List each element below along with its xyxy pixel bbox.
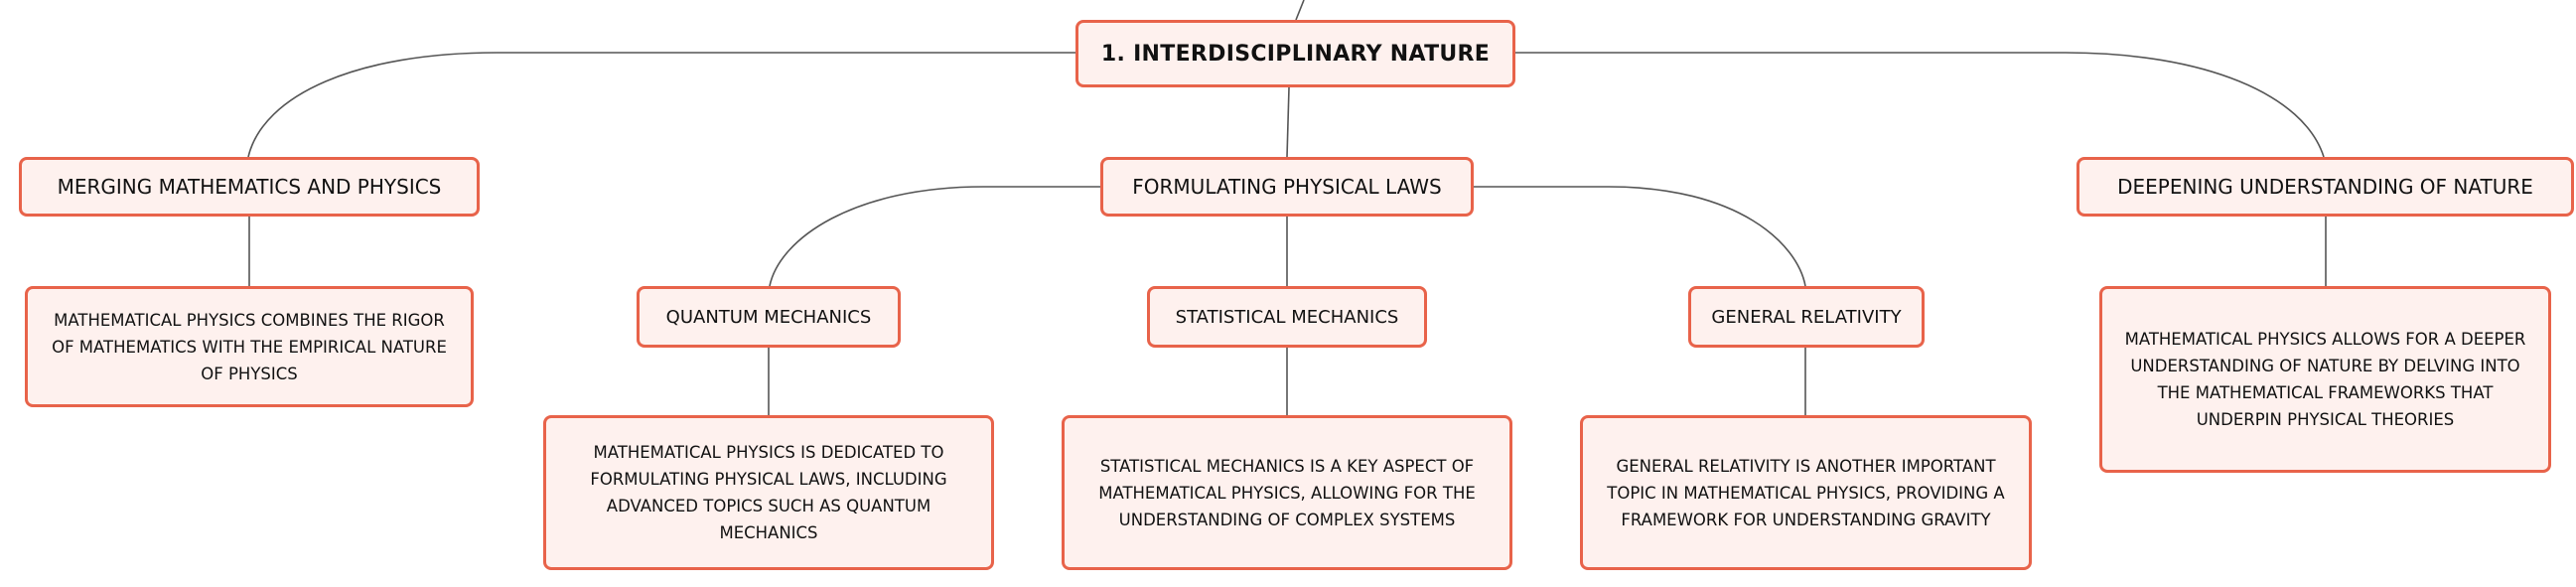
branch-node-merging-mathematics-and-physics[interactable]: MERGING MATHEMATICS AND PHYSICS [19,157,480,217]
branch-node-label: DEEPENING UNDERSTANDING OF NATURE [2117,175,2533,199]
topic-node-label: QUANTUM MECHANICS [665,306,872,328]
connector-formulating-to-relativity [1474,186,1806,287]
branch-node-label: FORMULATING PHYSICAL LAWS [1132,175,1442,199]
description-text: GENERAL RELATIVITY IS ANOTHER IMPORTANT … [1607,456,2005,529]
connector-root-to-formulating [1286,86,1290,158]
description-text: MATHEMATICAL PHYSICS ALLOWS FOR A DEEPER… [2124,330,2526,429]
description-text: MATHEMATICAL PHYSICS IS DEDICATED TO FOR… [590,443,947,542]
branch-node-formulating-physical-laws[interactable]: FORMULATING PHYSICAL LAWS [1100,157,1474,217]
connector-root-to-merging [247,52,1075,158]
topic-node-label: STATISTICAL MECHANICS [1175,306,1399,328]
description-node-general-relativity[interactable]: GENERAL RELATIVITY IS ANOTHER IMPORTANT … [1580,415,2032,570]
description-node-quantum-mechanics[interactable]: MATHEMATICAL PHYSICS IS DEDICATED TO FOR… [543,415,994,570]
topic-node-statistical-mechanics[interactable]: STATISTICAL MECHANICS [1147,286,1427,348]
topic-node-general-relativity[interactable]: GENERAL RELATIVITY [1688,286,1925,348]
connector-root-to-deepening [1515,52,2325,158]
branch-node-label: MERGING MATHEMATICS AND PHYSICS [57,175,442,199]
topic-node-label: GENERAL RELATIVITY [1711,306,1902,328]
topic-node-quantum-mechanics[interactable]: QUANTUM MECHANICS [637,286,901,348]
root-node[interactable]: 1. INTERDISCIPLINARY NATURE [1075,20,1515,87]
connector-formulating-to-quantum [769,186,1100,287]
description-node-deepening-understanding-of-nature[interactable]: MATHEMATICAL PHYSICS ALLOWS FOR A DEEPER… [2099,286,2551,473]
description-text: STATISTICAL MECHANICS IS A KEY ASPECT OF… [1098,456,1476,529]
description-node-merging-mathematics-and-physics[interactable]: MATHEMATICAL PHYSICS COMBINES THE RIGOR … [25,286,474,407]
root-node-label: 1. INTERDISCIPLINARY NATURE [1100,41,1491,67]
description-text: MATHEMATICAL PHYSICS COMBINES THE RIGOR … [52,310,447,383]
connector-root-parent [1295,0,1305,21]
branch-node-deepening-understanding-of-nature[interactable]: DEEPENING UNDERSTANDING OF NATURE [2076,157,2574,217]
description-node-statistical-mechanics[interactable]: STATISTICAL MECHANICS IS A KEY ASPECT OF… [1062,415,1512,570]
